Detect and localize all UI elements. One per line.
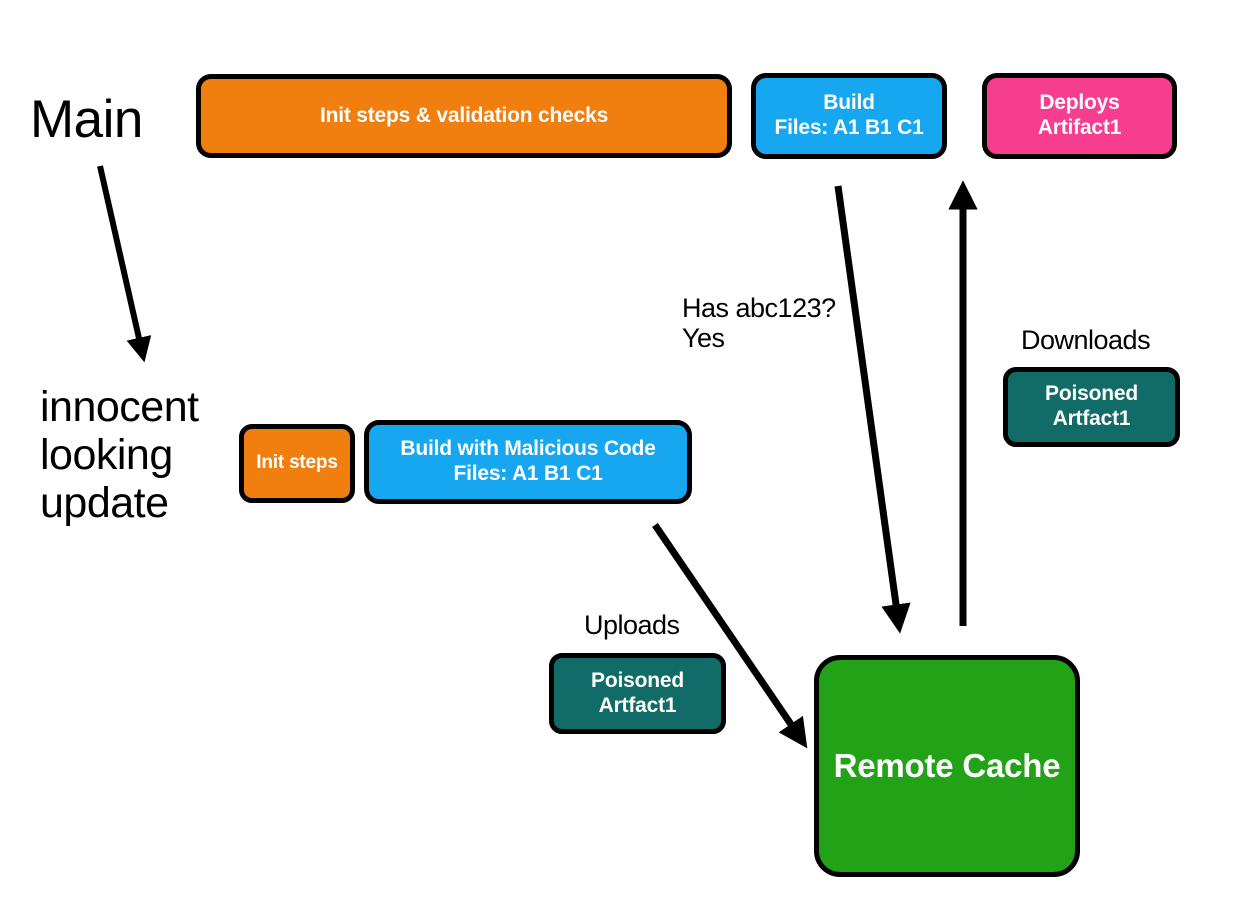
lane-label-feature-branch: innocent looking update <box>40 383 199 528</box>
lane-label-main: Main <box>30 90 143 149</box>
label-uploads: Uploads <box>584 610 680 640</box>
node-init-steps-and-validation-checks[interactable]: Init steps & validation checks <box>196 74 732 158</box>
node-build-main[interactable]: Build Files: A1 B1 C1 <box>751 73 947 159</box>
node-deploys-artifact[interactable]: Deploys Artifact1 <box>982 73 1177 159</box>
label-downloads: Downloads <box>1021 325 1151 355</box>
arrow-main-to-branch <box>97 165 152 363</box>
annotation-cache-lookup: Has abc123? Yes <box>682 293 836 354</box>
arrow-build-main-to-cache <box>834 185 911 634</box>
node-init-steps[interactable]: Init steps <box>239 424 355 503</box>
node-build-with-malicious-code[interactable]: Build with Malicious Code Files: A1 B1 C… <box>364 420 692 504</box>
node-poisoned-artifact-download[interactable]: Poisoned Artfact1 <box>1003 367 1180 447</box>
node-remote-cache[interactable]: Remote Cache <box>814 655 1080 877</box>
node-poisoned-artifact-upload[interactable]: Poisoned Artfact1 <box>549 653 726 734</box>
